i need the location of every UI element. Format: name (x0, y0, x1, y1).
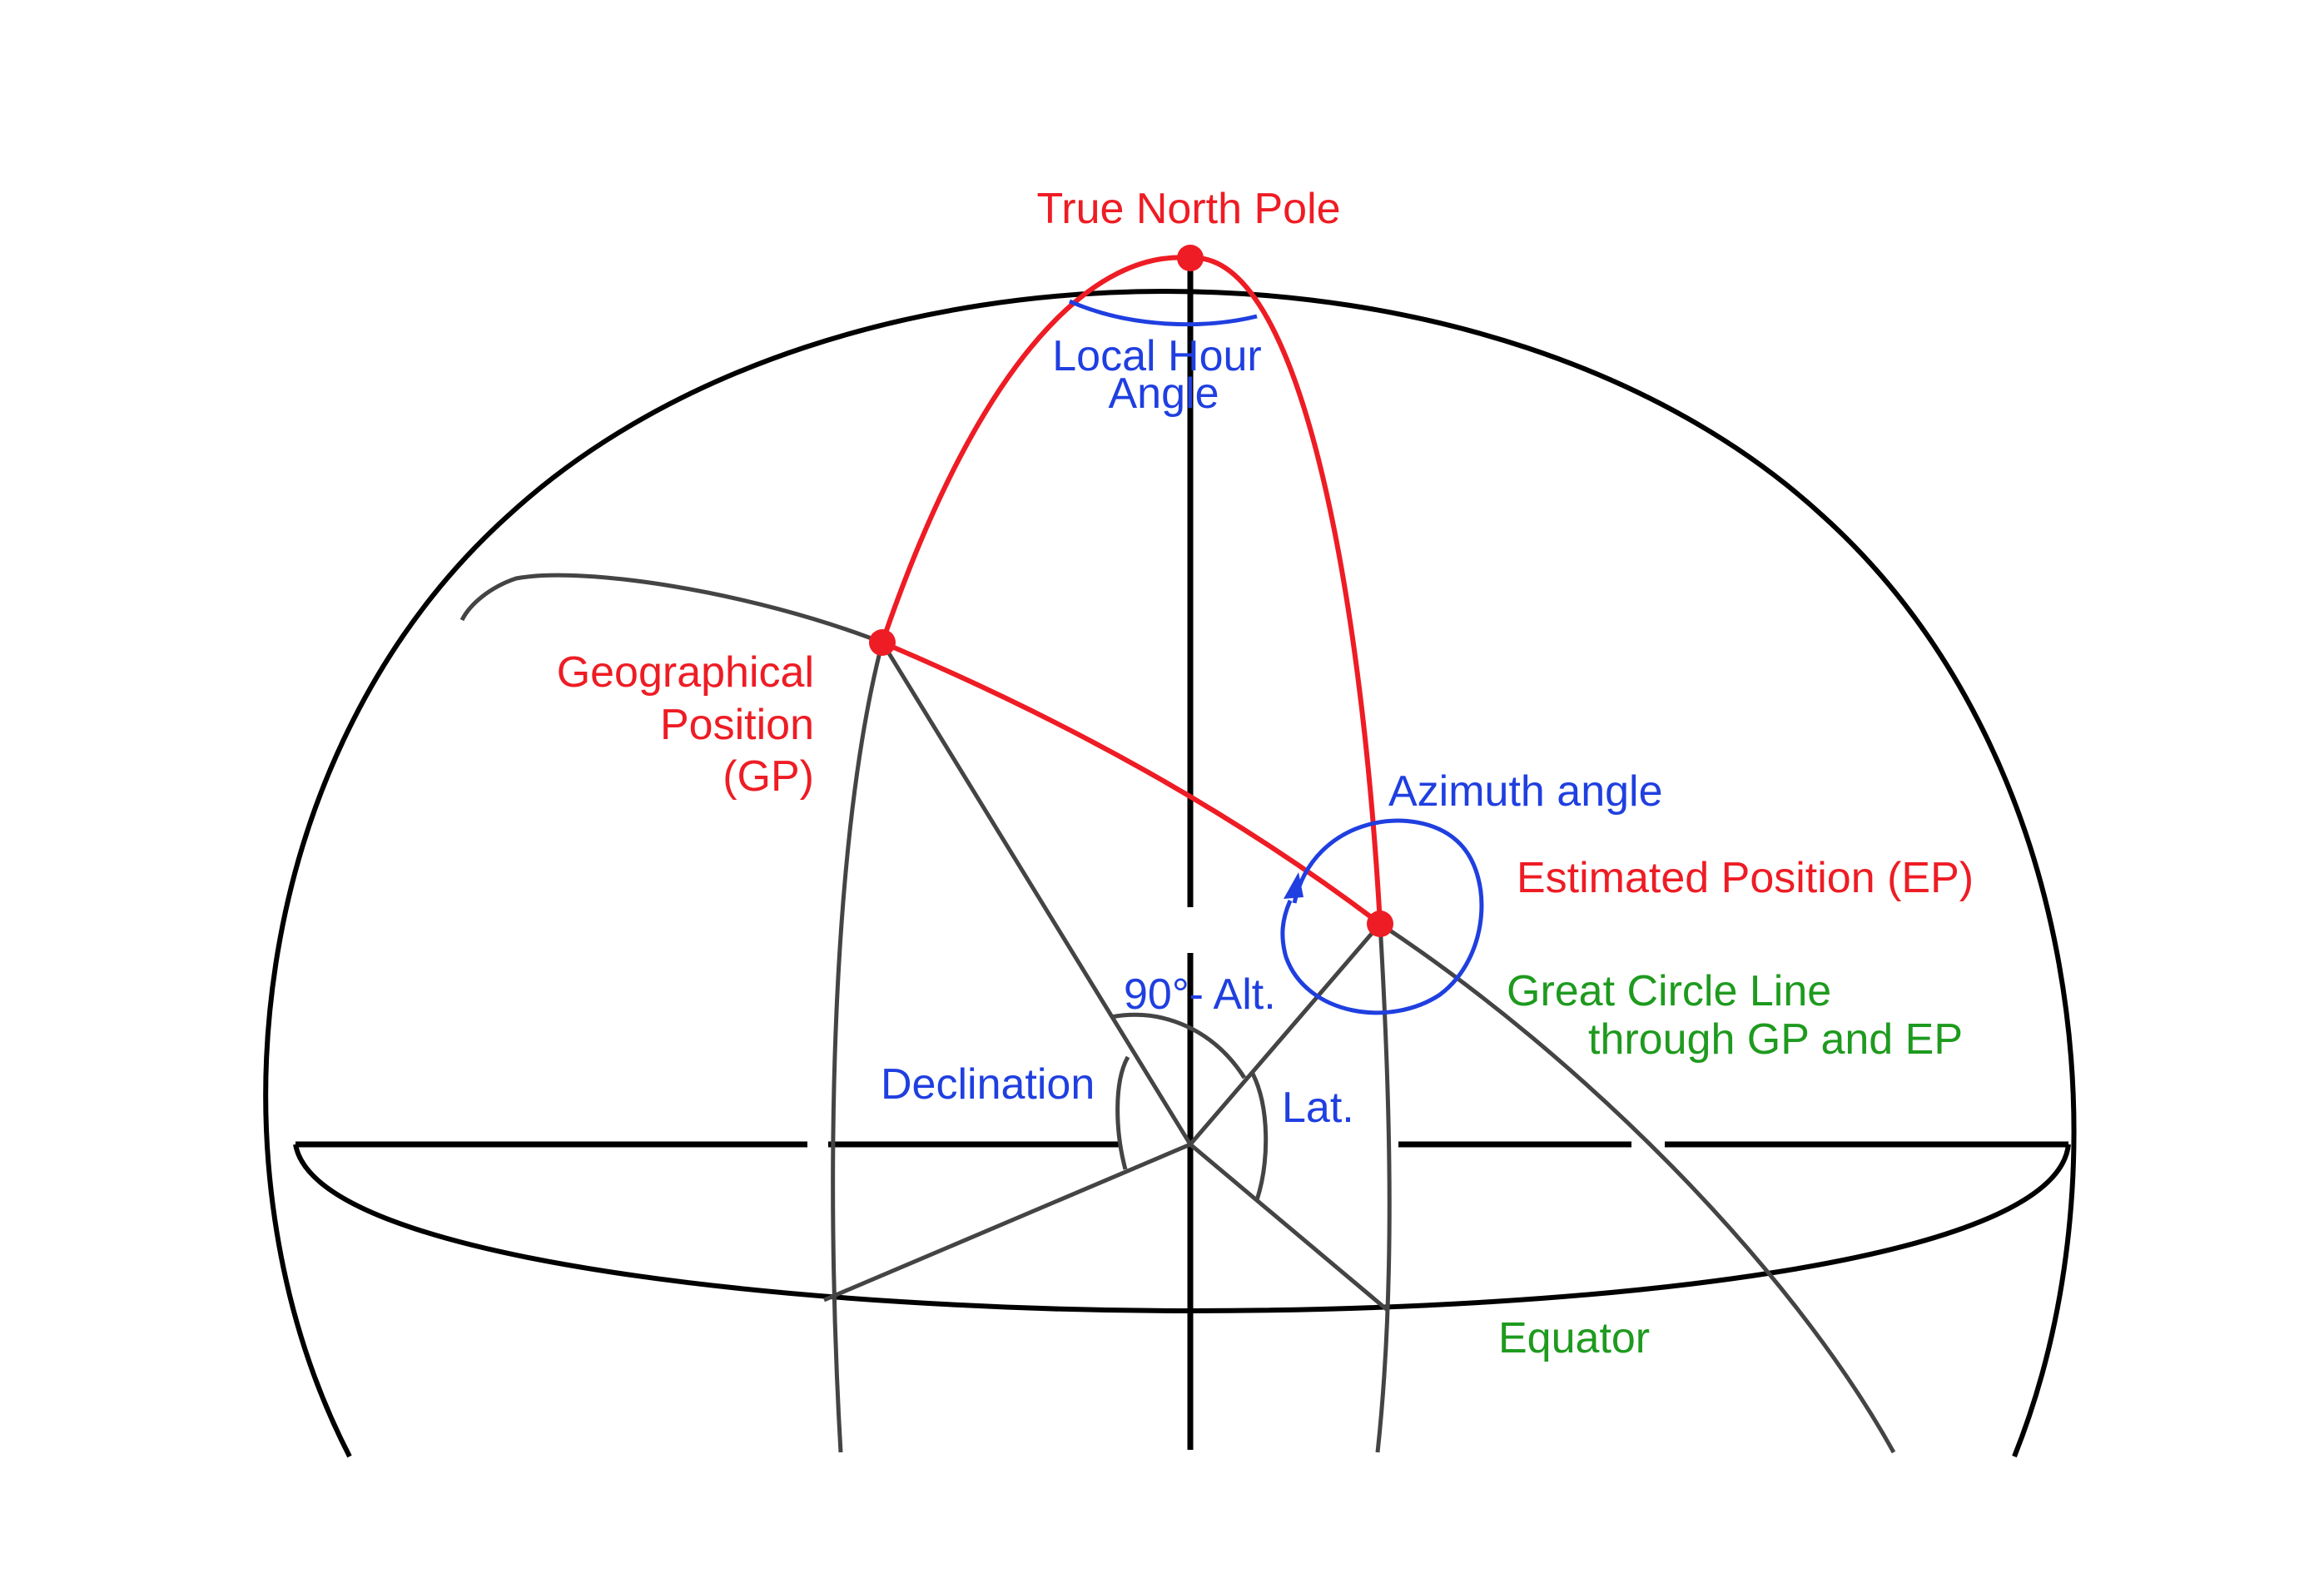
north-pole-point (1177, 245, 1204, 271)
colatitude-ep-side (1189, 255, 1383, 925)
azimuth-label: Azimuth angle (1388, 767, 1663, 816)
great-circle-label-line2: through GP and EP (1588, 1015, 1963, 1064)
ep-point (1367, 911, 1393, 937)
gp-label-line2: Position (660, 701, 814, 749)
ep-meridian (1375, 923, 1392, 1453)
blue-angle-marks (1068, 299, 1484, 1015)
radius-to-ep (1189, 922, 1382, 1146)
radius-to-equator-ep (1189, 1143, 1390, 1313)
lat-label: Lat. (1282, 1084, 1354, 1132)
colatitude-gp-side (880, 255, 1191, 643)
gp-meridian (831, 642, 885, 1453)
gray-construction-lines (459, 573, 1896, 1454)
gp-point (869, 629, 896, 656)
lha-arc (1068, 299, 1258, 327)
ep-label: Estimated Position (EP) (1517, 854, 1974, 902)
declination-arc (1115, 1055, 1130, 1170)
radius-to-equator-gp (823, 1142, 1191, 1303)
great-circle-label-line1: Great Circle Line (1507, 967, 1831, 1015)
north-pole-label: True North Pole (1036, 185, 1340, 233)
equator-label: Equator (1498, 1314, 1650, 1362)
great-circle-ep-extension (1378, 921, 1896, 1454)
radius-to-gp (880, 641, 1193, 1146)
lat-arc (1250, 1072, 1269, 1201)
gp-label-line3: (GP) (723, 752, 814, 801)
alt-arc (1110, 1012, 1247, 1079)
lha-label-line2: Angle (1109, 370, 1219, 418)
zenith-distance-side (881, 640, 1382, 926)
declination-label: Declination (881, 1060, 1095, 1109)
azimuth-circle (1280, 818, 1484, 1015)
azimuth-arrow-icon (1284, 872, 1304, 899)
equator-ellipse-front (293, 1144, 2071, 1314)
navigational-triangle (880, 255, 1383, 926)
alt-label: 90°- Alt. (1124, 970, 1276, 1019)
sphere-outline (263, 289, 2077, 1458)
great-circle-gp-extension (459, 573, 883, 645)
lha-label-line1: Local Hour (1052, 332, 1261, 380)
gp-label-line1: Geographical (557, 648, 814, 697)
